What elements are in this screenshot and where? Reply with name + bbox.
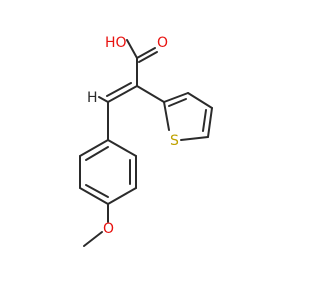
- bond-ar-1: [107, 139, 137, 157]
- bond-ar-3: [107, 187, 137, 205]
- carbonyl-oxygen-label: O: [157, 35, 168, 51]
- bond-co-double-a: [136, 47, 156, 59]
- bond-vinyl-h: [98, 96, 109, 103]
- bond-c3-c2: [163, 92, 189, 103]
- bond-c3-c2-inner: [168, 98, 187, 107]
- bond-oh-carboxyl: [126, 39, 138, 59]
- bond-alkene: [107, 85, 138, 103]
- sulfur-label: S: [170, 133, 179, 149]
- hydroxyl-label: HO: [105, 35, 127, 51]
- bond-c4-c3: [187, 92, 213, 109]
- bond-ar-4-inner: [85, 184, 109, 198]
- bond-c2-s: [163, 101, 170, 131]
- bond-o-methyl: [83, 231, 103, 247]
- chemical-structure: HO O H S O: [79, 35, 213, 247]
- bond-alpha-thienyl: [136, 85, 165, 103]
- bond-s-c5: [180, 136, 209, 141]
- bond-ar-6: [79, 139, 109, 157]
- bond-alkene-inner: [106, 82, 132, 97]
- atom-labels: HO O H S O: [87, 35, 179, 237]
- vinyl-hydrogen-label: H: [87, 90, 98, 106]
- structure-canvas: HO O H S O: [79, 35, 213, 247]
- bond-ar-6-inner: [85, 146, 109, 161]
- bonds: [79, 39, 213, 247]
- bond-c5-c4-inner: [202, 109, 207, 132]
- bond-ar-4: [79, 187, 109, 205]
- ether-oxygen-label: O: [103, 221, 114, 237]
- bond-c5-c4: [207, 107, 213, 138]
- bond-co-double-b: [138, 51, 158, 63]
